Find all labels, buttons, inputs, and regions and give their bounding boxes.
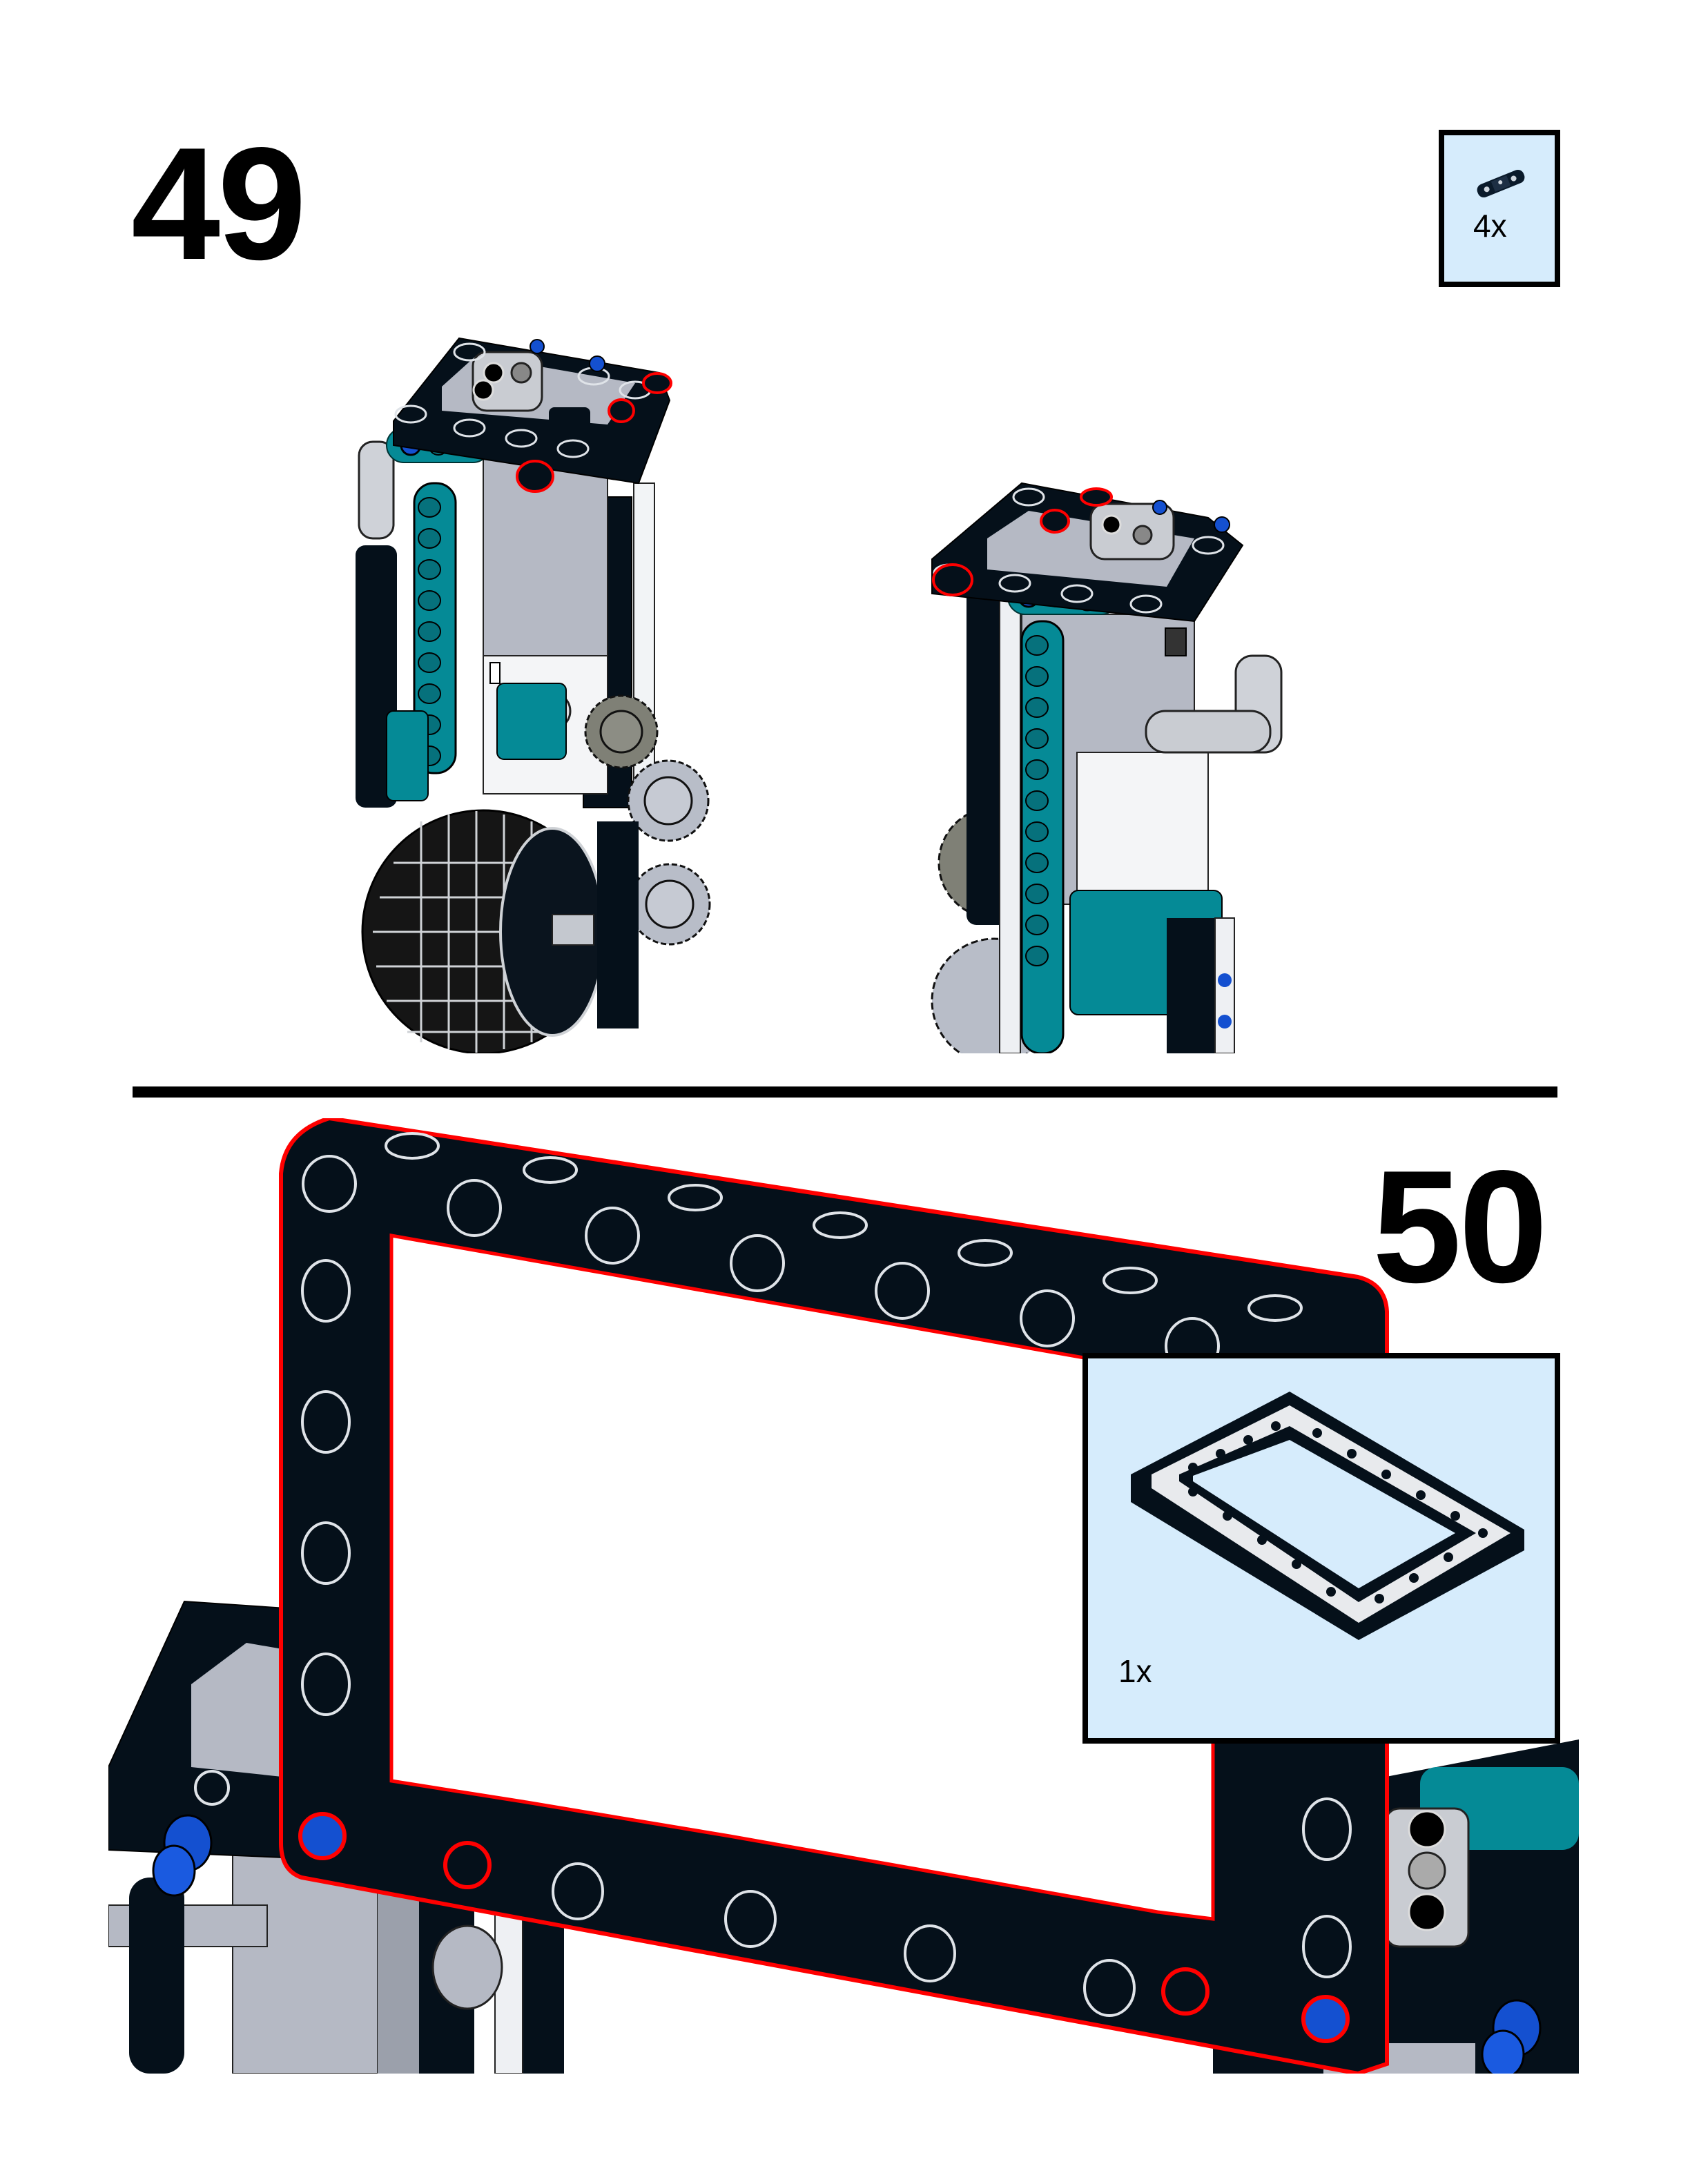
highlighted-pin <box>298 1812 1350 2043</box>
highlighted-pin <box>608 398 635 423</box>
step-number-50: 50 <box>1372 1138 1548 1316</box>
step-49-assembly-rear-view <box>931 482 1283 1053</box>
step-49-assembly-front-view <box>356 337 711 1053</box>
technic-frame-icon <box>1131 1392 1524 1640</box>
part-quantity: 4x <box>1473 208 1507 244</box>
step-50-assembly-closeup <box>108 1118 1579 2074</box>
blue-pin <box>152 1814 213 1897</box>
parts-callout-step-49: 4x <box>1439 130 1560 287</box>
step-number-49: 49 <box>131 115 307 293</box>
highlighted-pin <box>932 563 973 596</box>
highlighted-pin <box>642 372 672 394</box>
highlighted-pin <box>516 460 554 493</box>
highlighted-pin <box>1040 509 1070 534</box>
connector-pin-icon <box>1477 169 1525 198</box>
part-quantity: 1x <box>1118 1653 1152 1689</box>
blue-pin <box>1481 1999 1542 2074</box>
highlighted-pin <box>1080 487 1113 507</box>
step-divider <box>133 1086 1557 1098</box>
parts-callout-step-50: 1x <box>1082 1353 1560 1744</box>
